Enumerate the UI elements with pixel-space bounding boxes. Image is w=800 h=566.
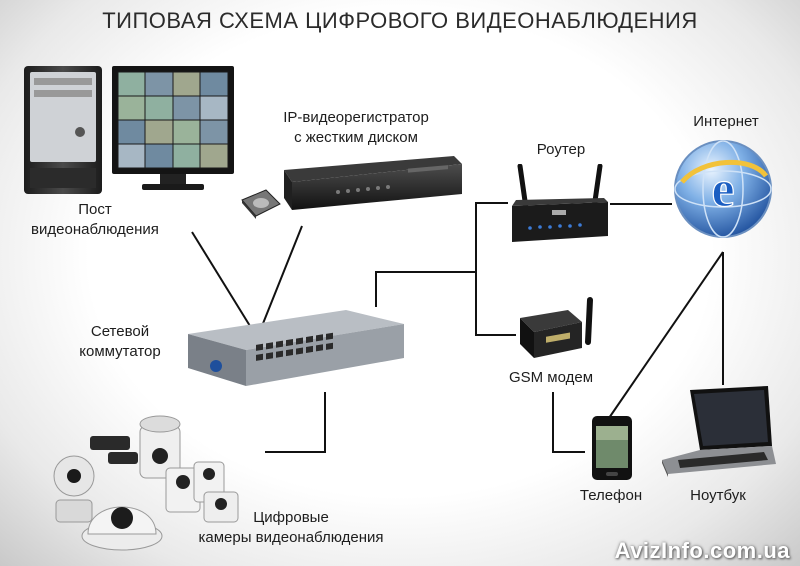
network-switch-icon bbox=[188, 310, 404, 386]
wire-internet-phone bbox=[608, 251, 724, 419]
diagram-title: ТИПОВАЯ СХЕМА ЦИФРОВОГО ВИДЕОНАБЛЮДЕНИЯ bbox=[102, 8, 698, 33]
switch-label-line1: Сетевой bbox=[90, 323, 150, 340]
desktop-pc-icon bbox=[24, 66, 102, 194]
gsm-label: GSM модем bbox=[508, 369, 594, 386]
internet-globe-icon: e bbox=[674, 140, 772, 238]
wire-post-switch bbox=[191, 231, 251, 327]
post-label-line1: Пост bbox=[78, 201, 112, 218]
video-recorder-icon bbox=[284, 156, 462, 210]
phone-label: Телефон bbox=[579, 487, 643, 504]
phone-icon bbox=[592, 416, 632, 480]
watermark: AvizInfo.com.ua bbox=[614, 538, 790, 563]
cameras-label: Цифровые камеры видеонаблюдения bbox=[176, 508, 406, 548]
switch-label-line2: коммутатор bbox=[79, 343, 161, 360]
wire-gsm-phone bbox=[552, 392, 585, 453]
recorder-label: IP-видеорегистратор с жестким диском bbox=[258, 108, 454, 148]
recorder-label-line1: IP-видеорегистратор bbox=[283, 109, 429, 126]
router-label: Роутер bbox=[536, 141, 586, 158]
switch-label: Сетевой коммутатор bbox=[60, 322, 180, 362]
gsm-modem-icon bbox=[520, 297, 593, 358]
wire-switch-cameras bbox=[265, 392, 326, 453]
wire-router-gsm bbox=[475, 202, 516, 336]
router-icon bbox=[512, 164, 608, 242]
internet-label: Интернет bbox=[693, 113, 759, 130]
cameras-label-line2: камеры видеонаблюдения bbox=[198, 529, 384, 546]
hard-disk-icon bbox=[241, 189, 281, 219]
laptop-icon bbox=[662, 386, 776, 477]
post-label-line2: видеонаблюдения bbox=[31, 221, 159, 238]
monitor-icon bbox=[112, 66, 234, 190]
cameras-label-line1: Цифровые bbox=[253, 509, 329, 526]
laptop-label: Ноутбук bbox=[690, 487, 746, 504]
svg-text:e: e bbox=[711, 161, 734, 218]
wire-switch-router bbox=[375, 271, 476, 307]
ip-cameras-icon bbox=[53, 415, 239, 551]
recorder-label-line2: с жестким диском bbox=[294, 129, 418, 146]
wire-recorder-switch bbox=[261, 225, 303, 327]
post-label: Пост видеонаблюдения bbox=[20, 200, 170, 240]
